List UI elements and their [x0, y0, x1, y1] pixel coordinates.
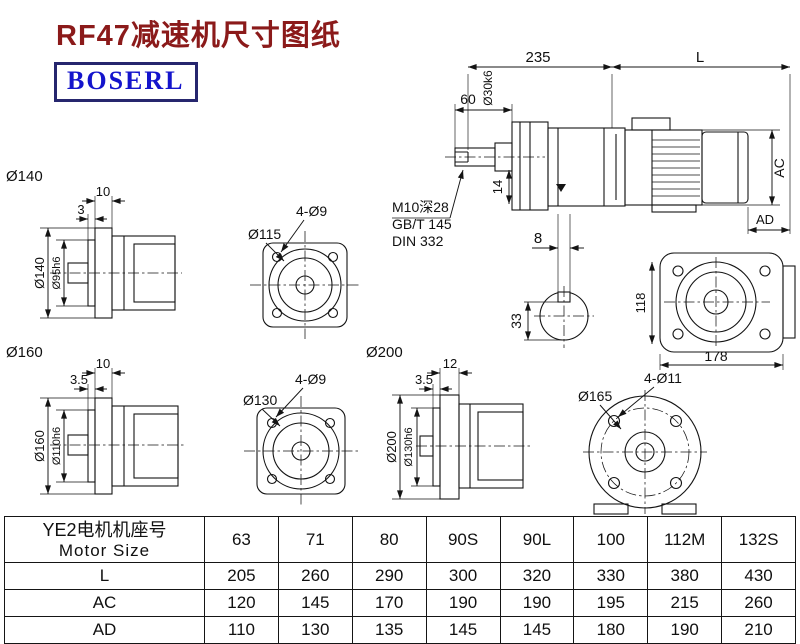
table-cell: 260 [277, 562, 353, 590]
table-cell: 170 [351, 589, 427, 617]
thread-note-line3: DIN 332 [392, 233, 444, 249]
dim-ad-label: AD [756, 212, 774, 227]
table-cell: 215 [647, 589, 723, 617]
square115-dia-label: Ø115 [248, 226, 281, 242]
technical-drawing: 235 L 60 Ø30k6 [6, 49, 796, 515]
table-cell: 290 [351, 562, 427, 590]
flange-115-face-view: 4-Ø9 Ø115 [248, 203, 360, 339]
flange200-od-label: Ø200 [384, 431, 399, 463]
dim-118-label: 118 [633, 293, 648, 314]
assembly-side-view: 235 L 60 Ø30k6 [392, 49, 796, 370]
table-cell: 205 [204, 562, 279, 590]
motorface-holes-label: 4-Ø11 [644, 370, 682, 386]
dim-l-label: L [696, 49, 704, 66]
table-cell: 120 [204, 589, 279, 617]
flange160-pilot-label: Ø110h6 [51, 427, 63, 465]
size-col-header: 90S [425, 516, 501, 563]
table-cell: 180 [573, 616, 649, 644]
motor-size-table: YE2电机机座号 Motor Size 63 71 80 90S 90L 100… [4, 516, 796, 644]
flange200-pilot-label: Ø130h6 [403, 427, 415, 466]
flange160-thickness-label: 10 [96, 356, 110, 371]
flange160-od-label: Ø160 [32, 430, 47, 462]
motor-face-view: 4-Ø11 Ø165 [578, 370, 707, 515]
size-col-header: 100 [573, 516, 649, 563]
motorface-dia-label: Ø165 [578, 388, 612, 404]
table-cell: 145 [425, 616, 501, 644]
dim-33-label: 33 [508, 313, 524, 329]
square130-holes-label: 4-Ø9 [295, 371, 326, 387]
dim-14-label: 14 [490, 180, 505, 194]
size-col-header: 132S [721, 516, 796, 563]
table-row-ac: AC 120 145 170 190 190 195 215 260 [4, 589, 796, 617]
table-header-cn: YE2电机机座号 [42, 519, 167, 540]
table-cell: 260 [721, 589, 796, 617]
table-cell: 130 [277, 616, 353, 644]
flange140-pilot-label: Ø95h6 [51, 256, 63, 289]
size-col-header: 112M [647, 516, 723, 563]
table-cell: 320 [499, 562, 575, 590]
brand-logo: BOSERL [54, 62, 198, 102]
flange-130-face-view: 4-Ø9 Ø130 [243, 371, 358, 506]
table-cell: 195 [573, 589, 649, 617]
shaft-diameter-label: Ø30k6 [481, 70, 495, 106]
table-cell: 145 [277, 589, 353, 617]
flange-200-side-view: Ø200 12 3.5 Ø200 Ø130h6 [366, 344, 532, 500]
table-cell: 430 [721, 562, 796, 590]
table-cell: 190 [647, 616, 723, 644]
flange160-title: Ø160 [6, 344, 43, 361]
table-cell: 110 [204, 616, 279, 644]
thread-note-line2: GB/T 145 [392, 216, 452, 232]
row-label-l: L [4, 562, 205, 590]
size-col-header: 71 [277, 516, 353, 563]
flange140-thickness-label: 10 [96, 184, 110, 199]
table-cell: 300 [425, 562, 501, 590]
flange140-title: Ø140 [6, 168, 43, 185]
square130-dia-label: Ø130 [243, 392, 277, 408]
flange200-depth-label: 3.5 [415, 372, 433, 387]
table-row-l: L 205 260 290 300 320 330 380 430 [4, 562, 796, 590]
table-header-en: Motor Size [58, 540, 151, 560]
dim-60-label: 60 [460, 91, 476, 107]
table-cell: 135 [351, 616, 427, 644]
table-cell: 210 [721, 616, 796, 644]
dim-178-label: 178 [704, 348, 728, 364]
size-col-header: 90L [499, 516, 575, 563]
flange-140-side-view: Ø140 10 3 Ø140 Ø95h6 [6, 168, 182, 319]
table-cell: 190 [425, 589, 501, 617]
row-label-ad: AD [4, 616, 205, 644]
flange200-thickness-label: 12 [443, 356, 457, 371]
table-cell: 330 [573, 562, 649, 590]
dim-8-label: 8 [534, 230, 542, 247]
table-cell: 380 [647, 562, 723, 590]
flange160-depth-label: 3.5 [70, 372, 88, 387]
flange-160-side-view: Ø160 10 3.5 Ø160 Ø110h6 [6, 344, 184, 495]
flange200-title: Ø200 [366, 344, 403, 361]
table-row-ad: AD 110 130 135 145 145 180 190 210 [4, 616, 796, 644]
thread-note-line1: M10深28 [392, 199, 449, 215]
table-cell: 145 [499, 616, 575, 644]
table-cell: 190 [499, 589, 575, 617]
dim-235-label: 235 [525, 49, 550, 66]
page-title: RF47减速机尺寸图纸 [56, 20, 341, 52]
flange140-depth-label: 3 [77, 202, 84, 217]
square115-holes-label: 4-Ø9 [296, 203, 327, 219]
size-col-header: 63 [204, 516, 279, 563]
table-header-motor-size: YE2电机机座号 Motor Size [4, 516, 205, 563]
flange140-od-label: Ø140 [32, 257, 47, 289]
size-col-header: 80 [351, 516, 427, 563]
row-label-ac: AC [4, 589, 205, 617]
dim-ac-label: AC [771, 158, 787, 177]
